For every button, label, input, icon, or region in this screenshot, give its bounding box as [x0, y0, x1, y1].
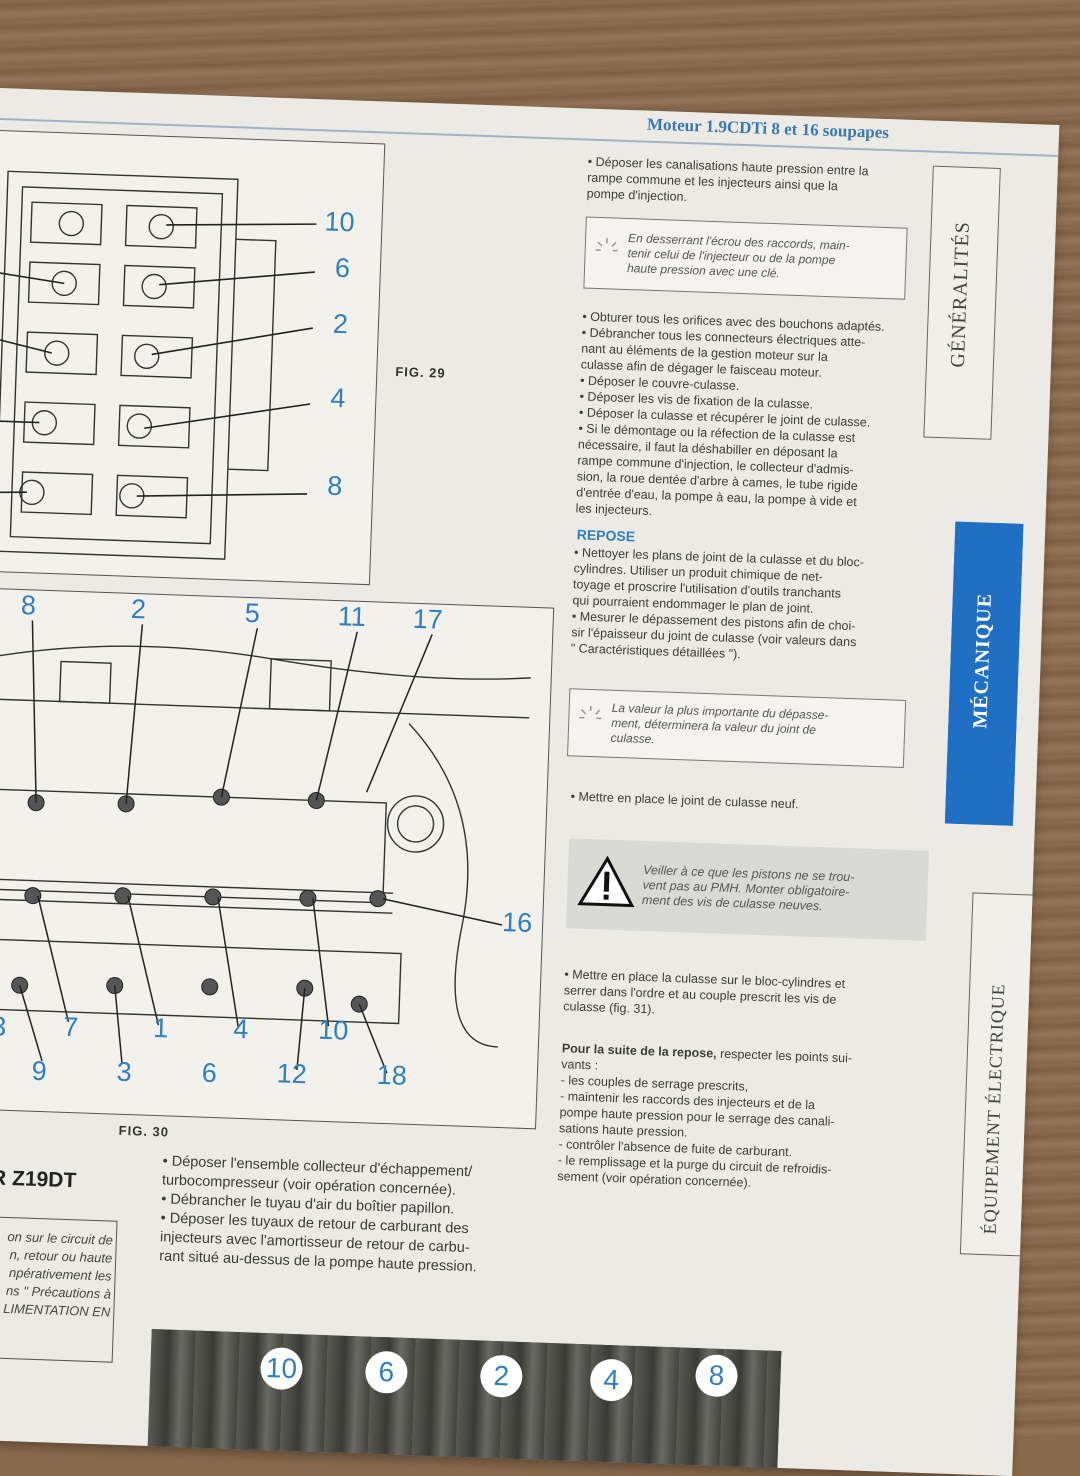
- fig-30-frame: 8 2 5 11 17 16 13 7 1 4 10 9 3 6 12 18: [0, 587, 554, 1129]
- fig-29-cylinder-head-drawing: [0, 131, 384, 585]
- joint-step: • Mettre en place le joint de culasse ne…: [570, 788, 900, 816]
- fig-30-callout-6: 6: [201, 1058, 217, 1090]
- fig-31-photo: 10 6 2 4 8: [148, 1329, 782, 1471]
- tab-mecanique-label: MÉCANIQUE: [969, 593, 997, 729]
- fig-30-callout-7: 7: [63, 1012, 79, 1044]
- tab-generalites[interactable]: GÉNÉRALITÉS: [923, 166, 1000, 440]
- repose-heading: REPOSE: [576, 526, 635, 544]
- fig-29-callout-4: 4: [330, 383, 346, 415]
- fig-29-callout-8: 8: [327, 471, 343, 503]
- fig-30-callout-4: 4: [233, 1014, 249, 1046]
- fig-29-callout-6: 6: [334, 253, 350, 285]
- fig-30-callout-17: 17: [412, 604, 443, 636]
- engine-photo-texture: [148, 1329, 782, 1471]
- lightbulb-icon: [577, 704, 604, 731]
- note-1-text: En desserrant l'écrou des raccords, main…: [627, 231, 898, 285]
- warning-triangle-icon: [577, 855, 637, 909]
- fig-30-callout-3: 3: [116, 1057, 132, 1089]
- note-2-text: La valeur la plus importante du dépasse-…: [610, 701, 896, 756]
- manual-page: Moteur 1.9CDTi 8 et 16 soupapes: [0, 88, 1059, 1476]
- intro-step: • Déposer les canalisations haute pressi…: [586, 154, 917, 213]
- fig-29-callout-2: 2: [332, 309, 348, 341]
- tab-mecanique[interactable]: MÉCANIQUE: [945, 522, 1023, 826]
- fig-29-caption: FIG. 29: [395, 364, 446, 381]
- fig-30-callout-12: 12: [276, 1058, 307, 1090]
- fig-30-callout-13: 13: [0, 1011, 7, 1043]
- fig-30-callout-9: 9: [31, 1056, 47, 1088]
- fig-30-callout-5: 5: [244, 598, 260, 630]
- precautions-box: on sur le circuit de n, retour ou haute …: [0, 1215, 118, 1363]
- section-heading-z19dt: EUR Z19DT: [0, 1165, 77, 1193]
- removal-steps: • Obturer tous les orifices avec des bou…: [575, 308, 912, 527]
- fig-30-callout-16: 16: [502, 907, 533, 939]
- fig-30-callout-8: 8: [20, 590, 36, 622]
- warning-text: Veiller à ce que les pistons ne se trou-…: [642, 863, 923, 918]
- fig-30-caption: FIG. 30: [118, 1123, 169, 1140]
- page-title: Moteur 1.9CDTi 8 et 16 soupapes: [647, 115, 890, 143]
- warning-box: Veiller à ce que les pistons ne se trou-…: [566, 838, 929, 941]
- repose-text: • Nettoyer les plans de joint de la cula…: [571, 544, 915, 668]
- precautions-text: on sur le circuit de n, retour ou haute …: [0, 1226, 113, 1321]
- culasse-step: • Mettre en place la culasse sur le bloc…: [563, 966, 904, 1026]
- suite-text: respecter les points sui- vants : - les …: [557, 1047, 852, 1190]
- lightbulb-icon: [593, 236, 620, 263]
- fig-29-callout-10: 10: [324, 206, 355, 238]
- note-box-2: La valeur la plus importante du dépasse-…: [567, 688, 906, 768]
- tab-equipement-electrique-label: ÉQUIPEMENT ÉLECTRIQUE: [980, 983, 1010, 1235]
- fig-30-callout-10: 10: [318, 1015, 349, 1047]
- fig-30-callout-1: 1: [153, 1013, 169, 1045]
- fig-30-callout-18: 18: [376, 1060, 407, 1092]
- bottom-middle-steps: • Déposer l'ensemble collecteur d'échapp…: [159, 1152, 553, 1280]
- tab-generalites-label: GÉNÉRALITÉS: [947, 221, 975, 368]
- suite-repose: Pour la suite de la repose, respecter le…: [557, 1040, 922, 1196]
- fig-30-callout-2: 2: [130, 594, 146, 626]
- fig-29-frame: 10 6 2 4 8: [0, 130, 385, 586]
- fig-30-engine-block-drawing: [0, 588, 553, 1128]
- note-box-1: En desserrant l'écrou des raccords, main…: [583, 217, 907, 300]
- fig-30-callout-11: 11: [337, 601, 366, 633]
